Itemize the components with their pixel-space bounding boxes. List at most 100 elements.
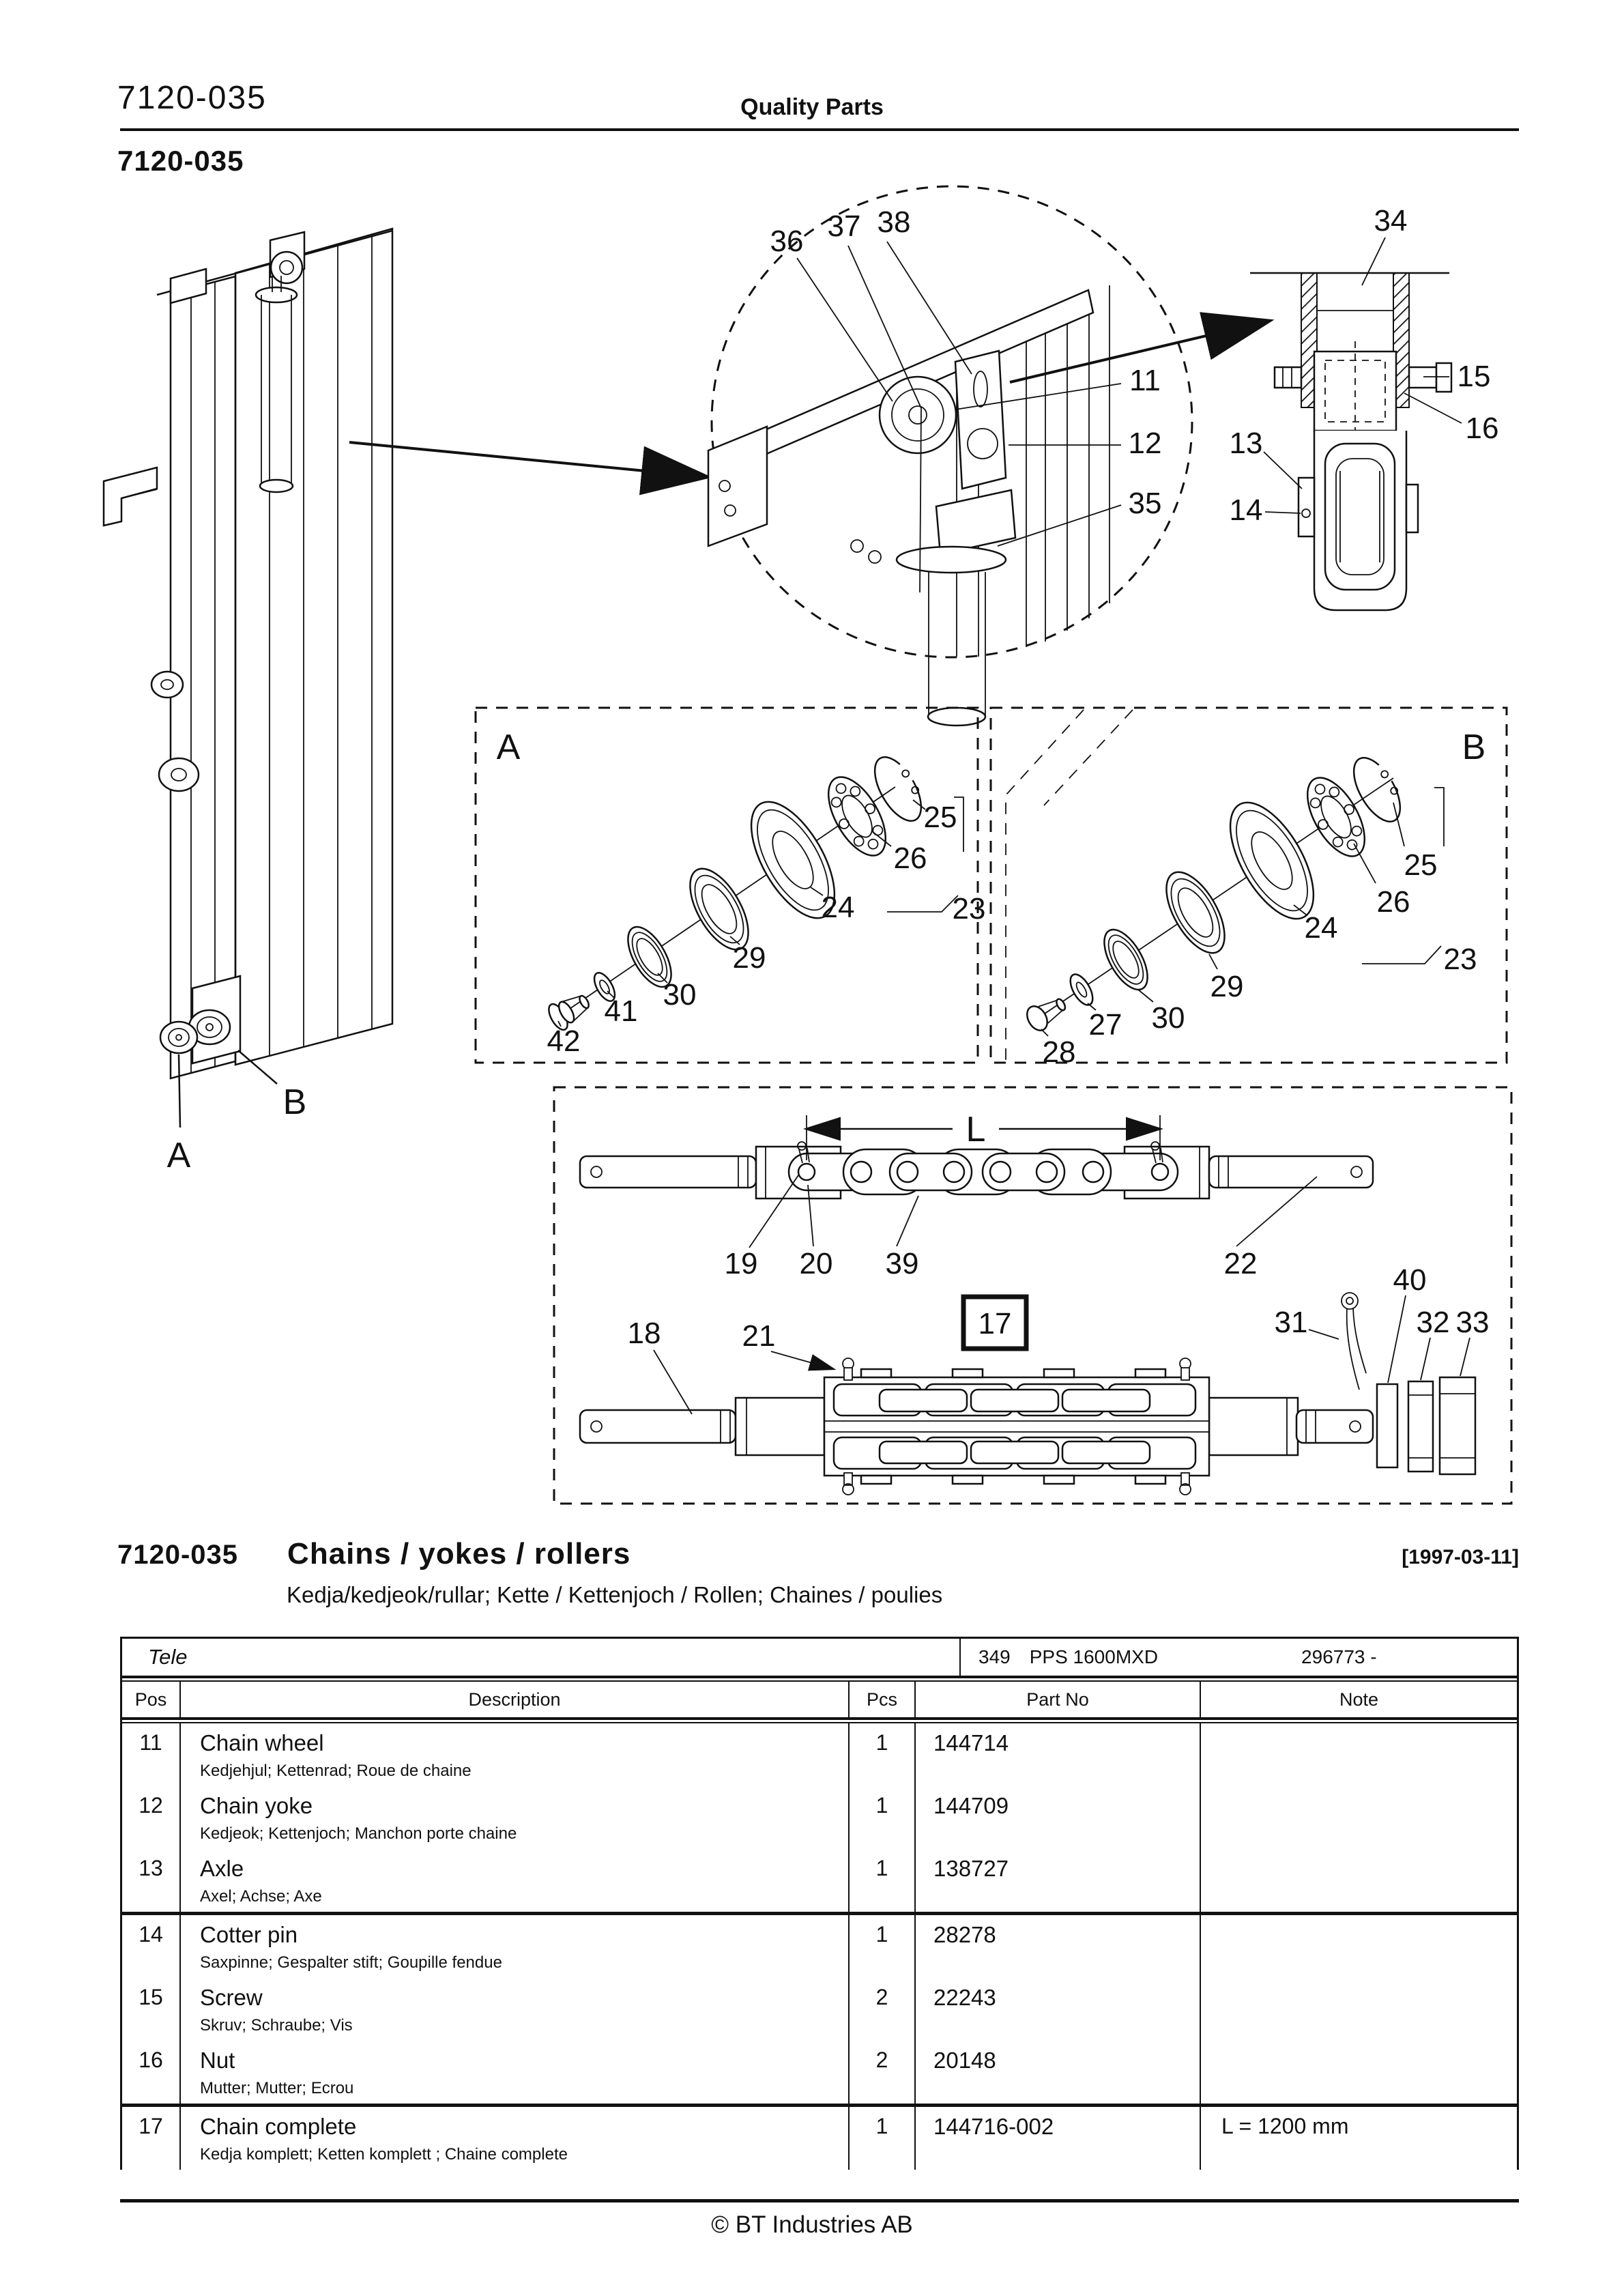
- col-part-no: Part No: [916, 1682, 1201, 1717]
- row-part-no: 20148: [916, 2041, 1201, 2104]
- row-pcs: 2: [850, 2041, 916, 2104]
- table-row: 16 Nut Mutter; Mutter; Ecrou 2 20148: [122, 2041, 1517, 2107]
- row-pos: 16: [122, 2041, 181, 2104]
- callout-16: 16: [1466, 412, 1499, 445]
- table-row: 11 Chain wheel Kedjehjul; Kettenrad; Rou…: [122, 1723, 1517, 1786]
- row-part-no: 144709: [916, 1786, 1201, 1849]
- view-a-label: A: [167, 1136, 191, 1175]
- callout-24a: 24: [822, 891, 855, 924]
- row-description-main: Axle: [200, 1856, 244, 1881]
- callout-23b: 23: [1444, 943, 1477, 976]
- serial-range: 296773 -: [1301, 1646, 1377, 1667]
- table-row: 15 Screw Skruv; Schraube; Vis 2 22243: [122, 1978, 1517, 2041]
- box-a-label: A: [497, 728, 521, 767]
- callout-33: 33: [1456, 1306, 1490, 1339]
- section-title: Chains / yokes / rollers: [287, 1537, 631, 1570]
- callout-29a: 29: [733, 941, 766, 975]
- row-description-sub: Mutter; Mutter; Ecrou: [200, 2079, 354, 2097]
- row-part-no: 28278: [916, 1915, 1201, 1978]
- view-b-label: B: [283, 1082, 307, 1122]
- row-pos: 15: [122, 1978, 181, 2041]
- row-pos: 13: [122, 1849, 181, 1912]
- section-header: 7120-035 Chains / yokes / rollers [1997-…: [117, 1537, 1519, 1571]
- table-body: 11 Chain wheel Kedjehjul; Kettenrad; Rou…: [122, 1723, 1517, 2170]
- callout-18: 18: [628, 1317, 661, 1350]
- callout-35: 35: [1129, 487, 1162, 520]
- series-number: 349: [978, 1646, 1011, 1667]
- table-column-headers: Pos Description Pcs Part No Note: [122, 1682, 1517, 1717]
- row-note: [1201, 1786, 1517, 1849]
- section-code: 7120-035: [117, 1540, 239, 1570]
- row-description-main: Chain complete: [200, 2114, 357, 2139]
- row-description-main: Chain yoke: [200, 1793, 313, 1818]
- detail-circle: 36 37 38 11 12 35: [707, 185, 1193, 727]
- row-description: Cotter pin Saxpinne; Gespalter stift; Go…: [181, 1915, 850, 1978]
- callout-34: 34: [1374, 204, 1408, 238]
- row-part-no: 144716-002: [916, 2107, 1201, 2170]
- callout-38: 38: [878, 205, 911, 239]
- row-description: Nut Mutter; Mutter; Ecrou: [181, 2041, 850, 2104]
- callout-22: 22: [1224, 1247, 1258, 1280]
- row-note: [1201, 1723, 1517, 1786]
- row-description-sub: Saxpinne; Gespalter stift; Goupille fend…: [200, 1953, 502, 1972]
- row-description: Screw Skruv; Schraube; Vis: [181, 1978, 850, 2041]
- callout-26a: 26: [894, 842, 927, 875]
- zoom-arrow-right: [1009, 312, 1275, 384]
- header-quality-parts: Quality Parts: [740, 94, 884, 120]
- row-pcs: 1: [850, 1915, 916, 1978]
- callout-31: 31: [1275, 1306, 1308, 1339]
- row-description: Chain complete Kedja komplett; Ketten ko…: [181, 2107, 850, 2170]
- row-description-sub: Kedjeok; Kettenjoch; Manchon porte chain…: [200, 1824, 517, 1843]
- row-description-sub: Kedjehjul; Kettenrad; Roue de chaine: [200, 1762, 472, 1780]
- col-description: Description: [181, 1682, 850, 1717]
- callout-27: 27: [1089, 1008, 1122, 1042]
- callout-13: 13: [1230, 427, 1263, 460]
- table-divider-double: [122, 1717, 1517, 1723]
- row-part-no: 138727: [916, 1849, 1201, 1912]
- row-note: [1201, 1978, 1517, 2041]
- row-pos: 17: [122, 2107, 181, 2170]
- box-b-label: B: [1462, 728, 1486, 767]
- callout-40: 40: [1393, 1263, 1427, 1297]
- callout-32: 32: [1417, 1306, 1450, 1339]
- footer-rule: [120, 2199, 1519, 2202]
- callout-23a: 23: [953, 892, 986, 925]
- callout-14: 14: [1230, 493, 1263, 527]
- yoke-detail: 34 15 16 13 14: [1230, 204, 1499, 612]
- model-name: Tele: [122, 1639, 961, 1676]
- row-part-no: 144714: [916, 1723, 1201, 1786]
- col-pcs: Pcs: [850, 1682, 916, 1717]
- callout-21: 21: [742, 1319, 776, 1353]
- callout-17: 17: [978, 1307, 1012, 1340]
- row-description-main: Screw: [200, 1985, 263, 2010]
- row-pcs: 1: [850, 1723, 916, 1786]
- callout-36: 36: [770, 225, 804, 258]
- callout-37: 37: [828, 210, 861, 243]
- exploded-box-b: B: [989, 706, 1508, 1069]
- callout-15: 15: [1458, 360, 1491, 393]
- callout-20: 20: [800, 1247, 833, 1280]
- row-note: L = 1200 mm: [1221, 2114, 1349, 2138]
- callout-17-box: [961, 1294, 1029, 1351]
- table-divider-double: [122, 1676, 1517, 1682]
- table-row: 13 Axle Axel; Achse; Axe 1 138727: [122, 1849, 1517, 1915]
- row-pcs: 2: [850, 1978, 916, 2041]
- section-subtitle: Kedja/kedjeok/rullar; Kette / Kettenjoch…: [287, 1582, 943, 1607]
- mast-view: A B: [102, 227, 394, 1175]
- row-description-sub: Kedja komplett; Ketten komplett ; Chaine…: [200, 2145, 568, 2164]
- row-pcs: 1: [850, 1786, 916, 1849]
- chain-assembly-top: L 19 20 39 22: [579, 1110, 1374, 1280]
- callout-29b: 29: [1210, 970, 1244, 1003]
- col-pos: Pos: [122, 1682, 181, 1717]
- footer-copyright: © BT Industries AB: [711, 2211, 913, 2238]
- row-description-main: Cotter pin: [200, 1922, 298, 1947]
- row-pcs: 1: [850, 1849, 916, 1912]
- row-part-no: 22243: [916, 1978, 1201, 2041]
- callout-25a: 25: [924, 801, 957, 834]
- callout-28: 28: [1043, 1035, 1076, 1069]
- chain-box: L 19 20 39 22 17: [553, 1086, 1513, 1505]
- row-note: [1201, 1849, 1517, 1912]
- section-date: [1997-03-11]: [1402, 1546, 1519, 1568]
- callout-30a: 30: [663, 978, 697, 1011]
- row-pcs: 1: [850, 2107, 916, 2170]
